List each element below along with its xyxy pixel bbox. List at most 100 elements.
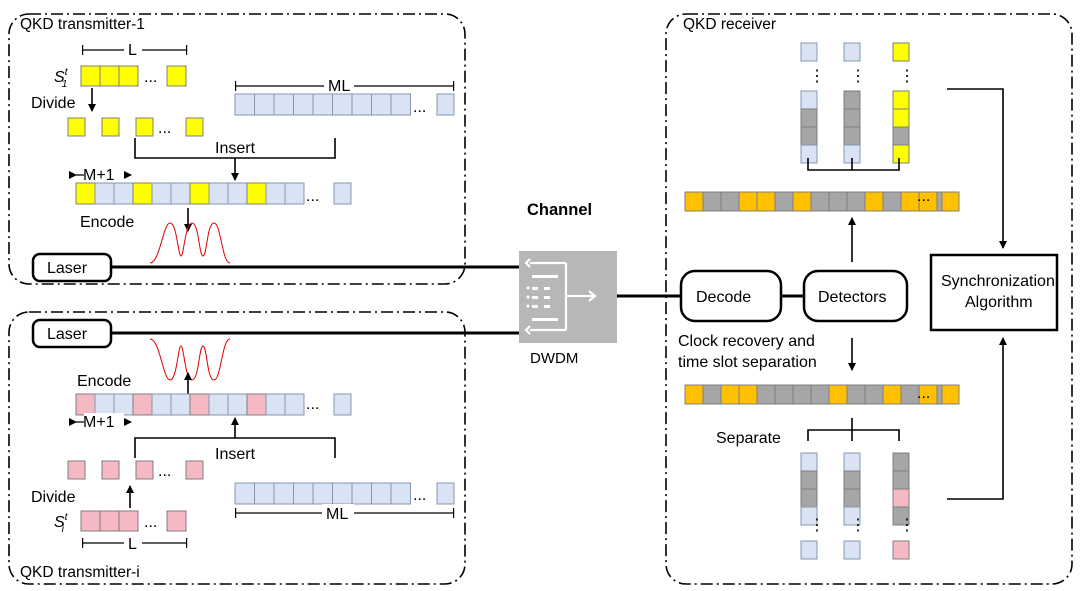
receiver-top-merge-bracket [807, 158, 900, 171]
time-slot [892, 126, 910, 146]
time-slot [702, 191, 722, 212]
time-slot [436, 93, 455, 116]
transmitter-i-key-bits [80, 510, 187, 532]
transmitter-1-insert-label: Insert [215, 140, 256, 157]
time-slot [273, 93, 294, 116]
time-slot [892, 452, 910, 472]
time-slot [246, 182, 267, 205]
transmitter-i: Laser Encode ... M+1 Insert ... Divide .… [8, 311, 466, 585]
time-slot [892, 108, 910, 128]
time-slot [94, 182, 115, 205]
transmitter-1-laser-label: Laser [47, 260, 88, 277]
transmitter-i-title: QKD transmitter-i [20, 564, 140, 581]
separate-label: Separate [716, 430, 781, 447]
transmitter-i-divided-ellipsis: ... [158, 463, 171, 480]
transmitter-1-key-ellipsis: ... [144, 69, 157, 86]
transmitter-1-divide-label: Divide [31, 95, 76, 112]
time-slot [738, 191, 758, 212]
time-slot [843, 540, 861, 560]
time-slot [800, 126, 818, 146]
transmitter-1-empty-slots [234, 93, 455, 116]
time-slot [265, 182, 286, 205]
time-slot [132, 182, 153, 205]
dwdm-label: DWDM [530, 350, 578, 367]
time-slot [892, 144, 910, 164]
time-slot [170, 393, 191, 416]
transmitter-i-ml-label: ML [326, 506, 348, 523]
transmitter-i-encode-label: Encode [77, 373, 131, 390]
time-slot [234, 93, 255, 116]
time-slot [94, 393, 115, 416]
transmitter-1-divided-ellipsis: ... [158, 120, 171, 137]
time-slot [843, 108, 861, 128]
time-slot [882, 191, 902, 212]
receiver-border [665, 13, 1073, 585]
transmitter-i-period-label: M+1 [83, 414, 115, 431]
receiver-bottom-vdots-3: ⋮ [899, 517, 915, 534]
receiver-merged-row-top-ellipsis: ... [917, 188, 930, 205]
transmitter-i-empty-slots [234, 482, 455, 505]
time-slot [846, 384, 866, 405]
receiver-top-columns [800, 42, 910, 164]
receiver-bottom-vdots-2: ⋮ [850, 517, 866, 534]
time-slot [800, 452, 818, 472]
time-slot [846, 191, 866, 212]
time-slot [892, 488, 910, 508]
receiver-merged-row-bottom [684, 384, 960, 405]
transmitter-i-interleaved-ellipsis: ... [306, 396, 319, 413]
time-slot [800, 488, 818, 508]
time-slot [720, 384, 740, 405]
time-slot [810, 191, 830, 212]
time-slot [774, 384, 794, 405]
time-slot [864, 191, 884, 212]
time-slot [800, 108, 818, 128]
clock-recovery-label-1: Clock recovery and [678, 333, 815, 350]
receiver: QKD receiver ⋮ ⋮ ⋮ ... Decode Detectors … [665, 13, 1073, 585]
time-slot [792, 191, 812, 212]
time-slot [792, 384, 812, 405]
transmitter-i-laser-label: Laser [47, 326, 88, 343]
time-slot [941, 191, 960, 212]
time-slot [293, 93, 314, 116]
time-slot [151, 393, 172, 416]
time-slot [800, 42, 818, 62]
time-slot [234, 482, 255, 505]
transmitter-i-divided-bits [67, 460, 204, 480]
channel: Channel [111, 201, 681, 367]
time-slot [371, 482, 392, 505]
time-slot [390, 93, 411, 116]
time-slot [151, 182, 172, 205]
transmitter-1-border [8, 13, 466, 285]
time-slot [254, 93, 275, 116]
channel-title: Channel [527, 201, 592, 219]
time-slot [371, 93, 392, 116]
time-slot [882, 384, 902, 405]
time-slot [284, 182, 305, 205]
transmitter-1-period-label: M+1 [83, 167, 115, 184]
detectors-box [802, 269, 909, 323]
time-slot [774, 191, 794, 212]
time-slot [800, 144, 818, 164]
transmitter-i-insert-bracket [134, 437, 336, 458]
time-slot [75, 182, 96, 205]
time-slot [113, 182, 134, 205]
transmitter-1-interleaved-slots [75, 182, 352, 205]
clock-recovery-label-2: time slot separation [678, 354, 817, 371]
time-slot [800, 506, 818, 526]
time-slot [132, 393, 153, 416]
time-slot [351, 93, 372, 116]
time-slot [828, 191, 848, 212]
time-slot [332, 482, 353, 505]
synchronization-algorithm-box [929, 253, 1059, 332]
transmitter-i-interleaved-slots [75, 393, 352, 416]
transmitter-1-encode-label: Encode [80, 214, 134, 231]
sync-input-arrow-top [947, 88, 1007, 249]
time-slot [800, 540, 818, 560]
time-slot [189, 182, 210, 205]
receiver-bottom-vdots-1: ⋮ [809, 517, 825, 534]
time-slot [312, 93, 333, 116]
time-slot [843, 470, 861, 490]
time-slot [227, 393, 248, 416]
synchronization-algorithm-label-2: Algorithm [965, 294, 1033, 311]
